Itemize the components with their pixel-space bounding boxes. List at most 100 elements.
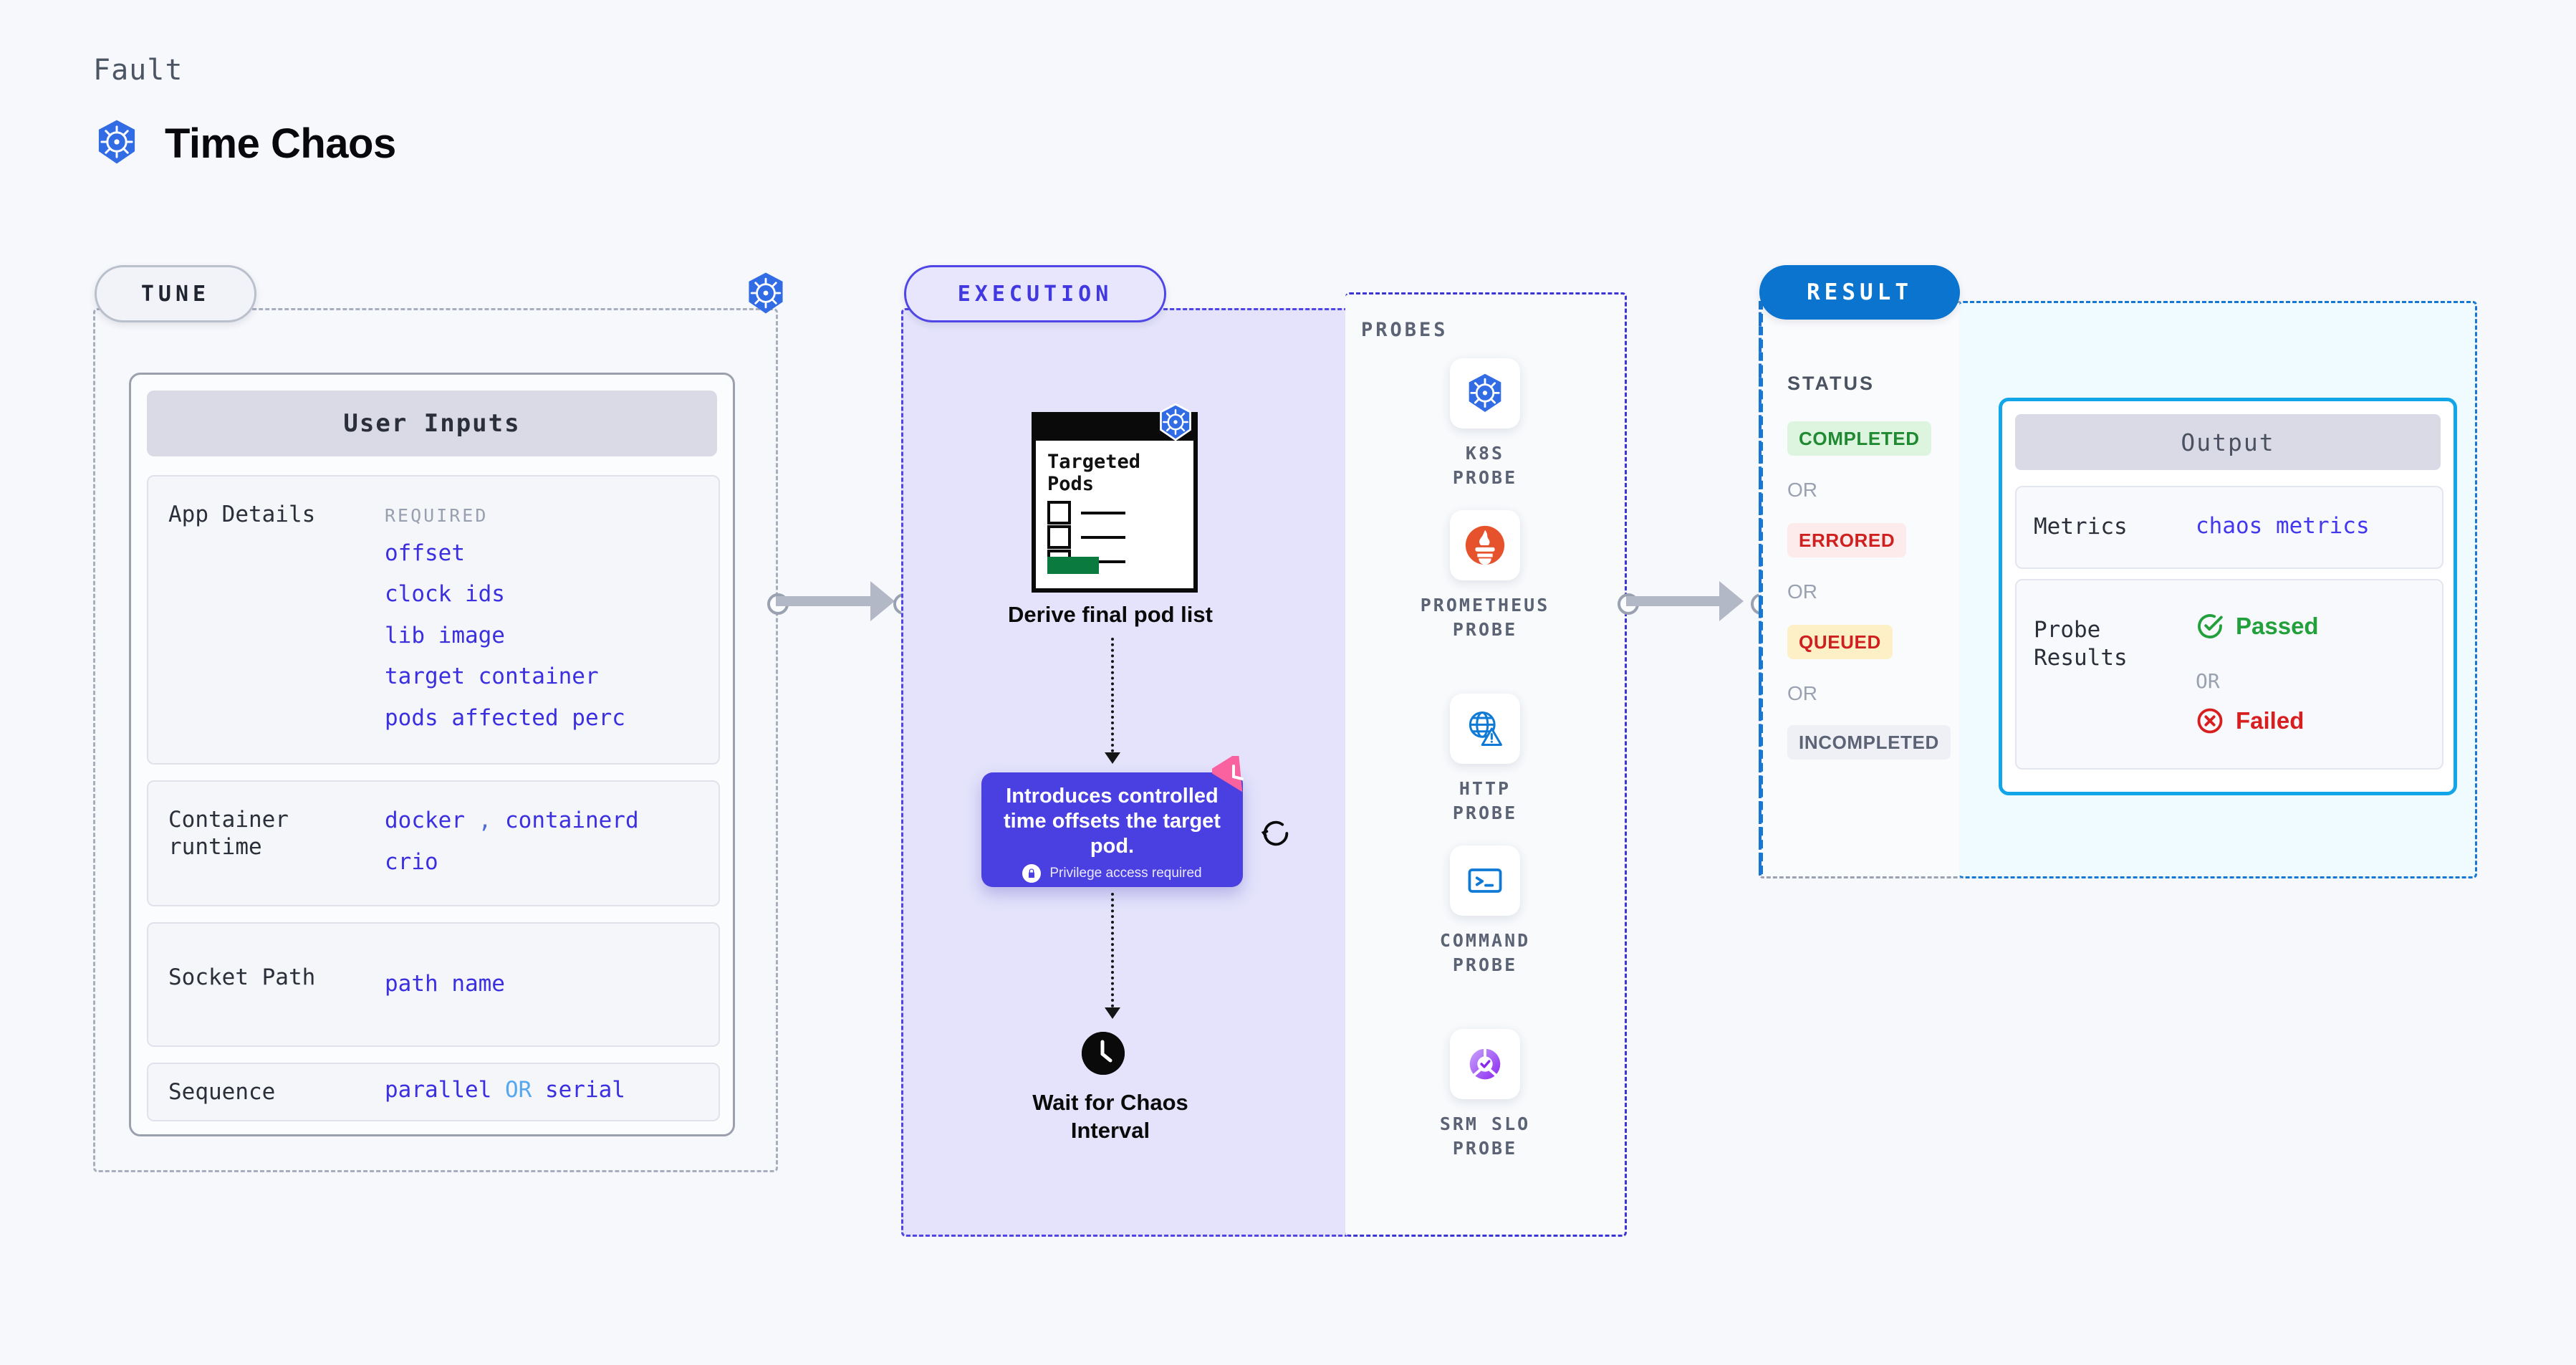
- probe-item-command[interactable]: COMMAND PROBE: [1424, 846, 1546, 977]
- input-row-container-runtime[interactable]: Container runtime docker , containerd cr…: [147, 780, 720, 906]
- or-label: OR: [1787, 479, 1817, 501]
- fault-eyebrow-label: Fault: [93, 54, 183, 87]
- output-row-metrics[interactable]: Metrics chaos metrics: [2015, 486, 2443, 569]
- input-label: Sequence: [168, 1079, 276, 1105]
- failed-label: Failed: [2236, 707, 2305, 734]
- connector-line: [776, 596, 870, 606]
- kubernetes-icon: [93, 118, 140, 169]
- or-label: OR: [2196, 669, 2220, 693]
- metrics-value: chaos metrics: [2196, 513, 2370, 539]
- check-circle-icon: [2198, 614, 2223, 638]
- pod-checkbox-row[interactable]: [1047, 501, 1125, 525]
- or-keyword: OR: [504, 1077, 532, 1103]
- input-value: clock ids: [385, 581, 505, 608]
- input-label: App Details: [168, 502, 316, 527]
- input-label: Socket Path: [168, 964, 316, 990]
- input-value: crio: [385, 848, 438, 875]
- probe-item-http[interactable]: HTTP PROBE: [1424, 694, 1546, 825]
- clock-icon: [1082, 1032, 1125, 1075]
- checkbox-icon[interactable]: [1047, 501, 1071, 525]
- input-value: parallel: [385, 1077, 492, 1103]
- input-value: lib image: [385, 622, 505, 648]
- output-row-probe-results[interactable]: Probe Results Passed OR Failed: [2015, 579, 2443, 770]
- status-badge-queued: QUEUED: [1787, 625, 1893, 659]
- loop-refresh-icon: [1259, 817, 1292, 853]
- placeholder-line: [1081, 511, 1125, 514]
- input-row-sequence[interactable]: Sequence parallel OR serial: [147, 1063, 720, 1121]
- input-label: Container runtime: [168, 807, 289, 861]
- input-row-app-details[interactable]: App Details REQUIRED offset clock ids li…: [147, 475, 720, 765]
- metrics-label: Metrics: [2034, 514, 2128, 540]
- flow-connector: [1111, 893, 1114, 1007]
- probe-label: PROMETHEUS PROBE: [1420, 595, 1550, 640]
- connector-arrow-head: [870, 581, 895, 621]
- srm-slo-icon: [1450, 1029, 1520, 1099]
- placeholder-line: [1081, 535, 1125, 539]
- placeholder-line: [1081, 560, 1125, 563]
- or-label: OR: [1787, 682, 1817, 704]
- x-circle-icon: [2197, 708, 2223, 734]
- http-globe-icon: [1450, 694, 1520, 764]
- user-inputs-card: User Inputs App Details REQUIRED offset …: [129, 373, 735, 1136]
- fault-title-row: Time Chaos: [93, 118, 396, 169]
- status-badge-incompleted: INCOMPLETED: [1787, 725, 1951, 760]
- terminal-icon: [1450, 846, 1520, 916]
- derive-pod-list-label: Derive final pod list: [1008, 602, 1213, 627]
- privilege-note-text: Privilege access required: [1049, 866, 1202, 881]
- output-card: Output Metrics chaos metrics Probe Resul…: [1999, 398, 2457, 795]
- connector-line: [1626, 596, 1719, 606]
- input-value: docker: [385, 808, 465, 833]
- pod-checkbox-row[interactable]: [1047, 525, 1125, 549]
- output-title: Output: [2015, 414, 2441, 470]
- probe-label: COMMAND PROBE: [1439, 930, 1531, 975]
- probe-result-failed: Failed: [2196, 707, 2304, 735]
- progress-bar: [1047, 557, 1099, 574]
- value-separator: ,: [478, 808, 492, 833]
- probe-results-label: Probe Results: [2034, 617, 2128, 671]
- result-left-edge: [1759, 301, 1763, 874]
- prometheus-icon: [1450, 510, 1520, 580]
- connector-arrow-head: [1719, 581, 1744, 621]
- flow-arrow-head: [1105, 1007, 1120, 1019]
- result-stage-pill[interactable]: RESULT: [1759, 265, 1960, 320]
- tune-stage-pill[interactable]: TUNE: [95, 265, 256, 322]
- passed-label: Passed: [2236, 613, 2319, 639]
- input-value: path name: [385, 971, 505, 997]
- flow-connector: [1111, 638, 1114, 752]
- status-title: STATUS: [1787, 373, 1875, 394]
- result-status-panel: [1759, 301, 1964, 878]
- input-row-socket-path[interactable]: Socket Path path name: [147, 922, 720, 1047]
- tune-stage-panel: [93, 308, 778, 1172]
- user-inputs-title: User Inputs: [147, 391, 717, 456]
- status-badge-completed: COMPLETED: [1787, 421, 1931, 456]
- input-value: pods affected perc: [385, 705, 625, 732]
- probe-item-prometheus[interactable]: PROMETHEUS PROBE: [1421, 510, 1547, 642]
- probe-item-srm-slo[interactable]: SRM SLO PROBE: [1424, 1029, 1546, 1161]
- checkbox-icon[interactable]: [1047, 525, 1071, 549]
- input-value: offset: [385, 540, 465, 566]
- lock-icon: [1022, 864, 1042, 883]
- pink-clock-icon: [1208, 752, 1254, 801]
- kubernetes-icon: [744, 271, 788, 319]
- privilege-note: Privilege access required: [981, 864, 1243, 883]
- fault-description-callout: Introduces controlled time offsets the t…: [981, 772, 1243, 887]
- probe-label: HTTP PROBE: [1452, 778, 1518, 823]
- probe-label: K8S PROBE: [1452, 443, 1518, 488]
- input-value: containerd: [505, 808, 639, 833]
- probe-result-passed: Passed: [2196, 612, 2319, 641]
- kubernetes-icon: [1450, 358, 1520, 428]
- flow-arrow-head: [1105, 752, 1120, 764]
- page-title: Time Chaos: [165, 120, 396, 167]
- probe-item-k8s[interactable]: K8S PROBE: [1424, 358, 1546, 490]
- required-tag: REQUIRED: [385, 505, 489, 526]
- kubernetes-icon: [1156, 403, 1195, 445]
- input-value: serial: [544, 1077, 625, 1103]
- input-value: target container: [385, 664, 599, 690]
- wait-interval-label: Wait for Chaos Interval: [1032, 1090, 1188, 1143]
- probes-title: PROBES: [1361, 319, 1448, 341]
- callout-text: Introduces controlled time offsets the t…: [1004, 785, 1221, 858]
- targeted-pods-title: Targeted Pods: [1047, 451, 1141, 496]
- probe-label: SRM SLO PROBE: [1439, 1113, 1531, 1159]
- or-label: OR: [1787, 580, 1817, 603]
- execution-stage-pill[interactable]: EXECUTION: [904, 265, 1166, 322]
